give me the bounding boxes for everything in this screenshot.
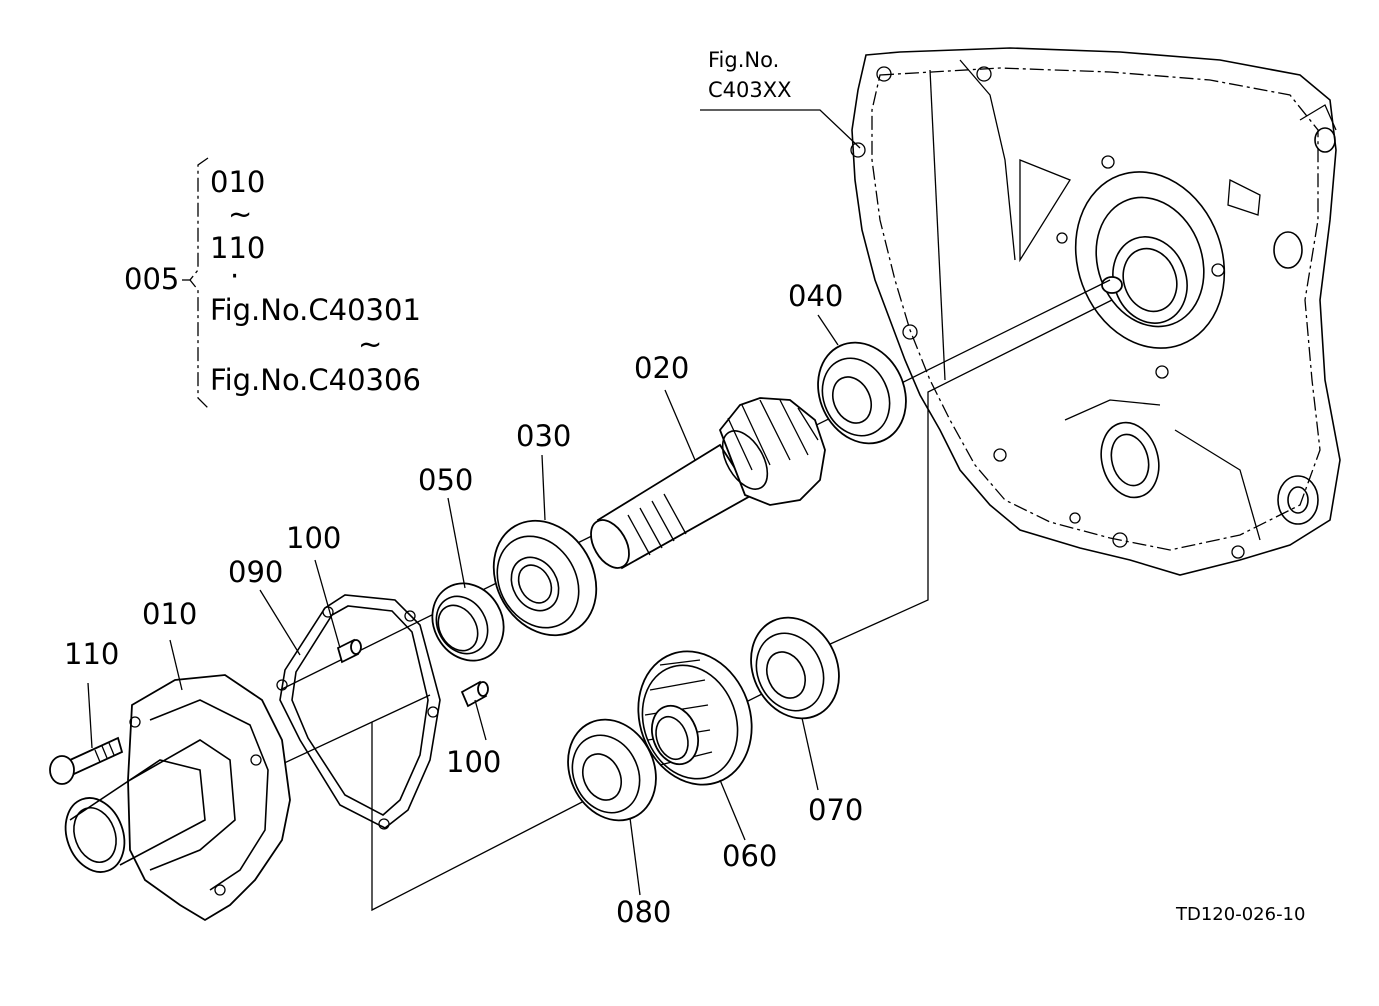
callout-leaders — [87, 109, 861, 896]
assembly-fig-end: Fig.No.C40306 — [210, 363, 421, 397]
assembly-fig-start: Fig.No.C40301 — [210, 293, 421, 327]
assembly-dot: · — [230, 259, 240, 293]
callout-030: 030 — [516, 419, 572, 453]
callout-100-lower: 100 — [446, 745, 502, 779]
assembly-number: 005 — [124, 262, 180, 296]
assembly-bracket — [182, 157, 209, 409]
part-110-bolt — [49, 736, 124, 785]
figure-ref-line1: Fig.No. — [708, 48, 780, 72]
transmission-case — [850, 47, 1341, 576]
part-070-bearing — [750, 616, 840, 720]
part-040-bearing — [817, 341, 907, 445]
part-020-shaft-gear — [590, 397, 826, 570]
part-030-bearing — [492, 519, 598, 637]
part-100-pins — [336, 638, 489, 708]
assembly-tilde-2: ~ — [358, 327, 383, 361]
drawing-code: TD120-026-10 — [1176, 904, 1306, 925]
assembly-range-start: 010 — [210, 165, 266, 199]
callout-060: 060 — [722, 839, 778, 873]
callout-080: 080 — [616, 895, 672, 929]
assembly-range-end: 110 — [210, 231, 266, 265]
callout-070: 070 — [808, 793, 864, 827]
part-080-bearing — [567, 718, 657, 822]
callout-040: 040 — [788, 279, 844, 313]
callout-050: 050 — [418, 463, 474, 497]
part-050-oil-seal — [431, 582, 505, 662]
callout-090: 090 — [228, 555, 284, 589]
figure-ref-line2: C403XX — [708, 78, 792, 102]
part-090-gasket — [276, 594, 441, 830]
part-010-cover — [64, 674, 291, 922]
callout-110: 110 — [64, 637, 120, 671]
assembly-tilde-1: ~ — [228, 197, 253, 231]
callout-020: 020 — [634, 351, 690, 385]
callout-100-upper: 100 — [286, 521, 342, 555]
callout-010: 010 — [142, 597, 198, 631]
part-060-gear — [637, 650, 753, 786]
